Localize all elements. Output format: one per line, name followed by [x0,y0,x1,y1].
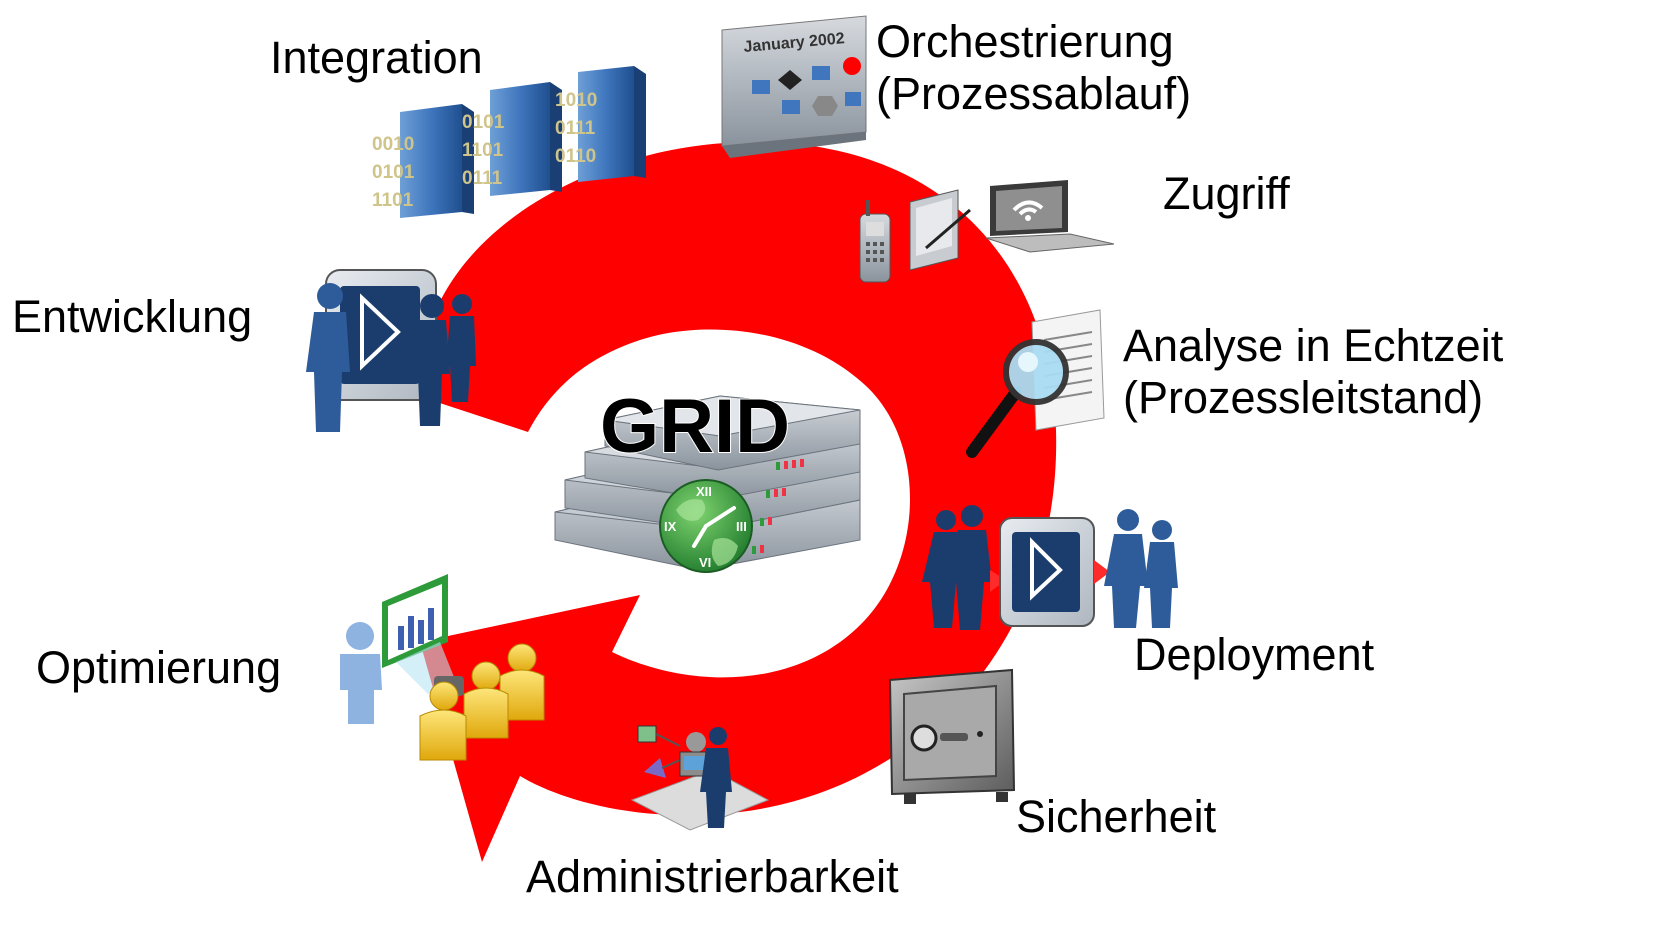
label-orchestrierung-sub: (Prozessablauf) [876,68,1192,119]
safe-icon [888,668,1016,804]
clock-numeral: III [736,519,747,534]
binary-text: 0110 [555,146,596,167]
label-sicherheit: Sicherheit [1016,791,1217,842]
clock-numeral: VI [699,555,711,570]
clock-numeral: XII [696,484,712,499]
binary-text: 0010 [372,134,414,155]
label-integration: Integration [270,32,483,83]
binary-text: 0111 [462,168,503,189]
magnifier-document-icon [966,309,1105,458]
globe-clock-icon: XII III VI IX [659,479,753,573]
binary-text: 0101 [372,162,415,183]
binary-text: 1101 [462,140,504,161]
binary-text: 0101 [462,112,505,133]
label-optimierung: Optimierung [36,642,282,693]
label-orchestrierung: Orchestrierung [876,16,1174,67]
grid-title: GRID [600,384,790,469]
mobile-devices-icon [859,180,1115,283]
binary-server-icon: 0010 0101 1101 0101 1101 0111 1010 0111 … [372,66,646,218]
label-analyse: Analyse in Echtzeit [1123,320,1504,371]
label-entwicklung: Entwicklung [12,291,253,342]
label-administrierbarkeit: Administrierbarkeit [526,851,899,902]
label-analyse-sub: (Prozessleitstand) [1123,372,1484,423]
developer-team-icon [306,269,476,432]
presentation-audience-icon [340,574,545,761]
clock-numeral: IX [664,519,677,534]
label-deployment: Deployment [1134,629,1375,680]
admin-console-icon [630,725,770,831]
binary-text: 1010 [555,90,597,111]
binary-text: 0111 [555,118,596,139]
process-board-icon: January 2002 [721,15,867,158]
deployment-people-icon [922,505,1178,630]
label-zugriff: Zugriff [1163,168,1290,219]
binary-text: 1101 [372,190,414,211]
